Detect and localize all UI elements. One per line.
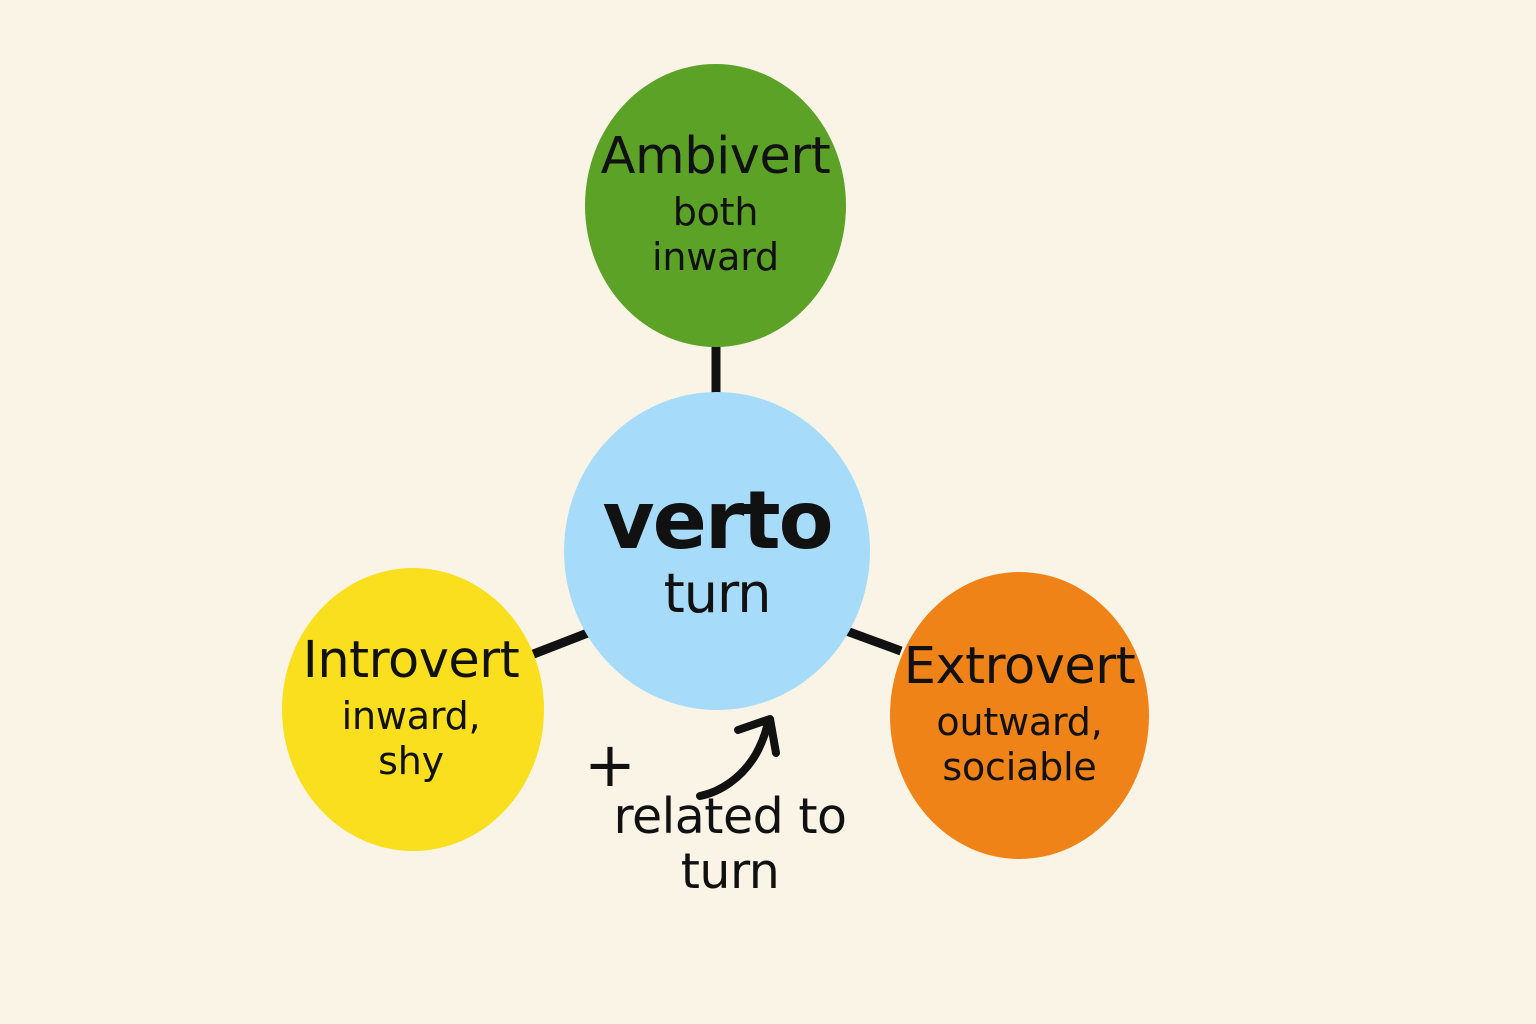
gloss-line: both <box>672 190 759 235</box>
branch-term-extrovert: Extrovert <box>903 637 1136 697</box>
branch-node-extrovert[interactable]: Extrovert outward, sociable <box>890 572 1149 859</box>
root-gloss: turn <box>663 562 772 625</box>
gloss-line: outward, <box>936 700 1103 745</box>
root-node-verto[interactable]: verto turn <box>564 392 870 710</box>
annotation-note: related to turn <box>560 788 900 900</box>
annotation-line: turn <box>680 842 780 900</box>
branch-term-introvert: Introvert <box>302 631 520 691</box>
gloss-line: inward <box>652 235 779 279</box>
branch-gloss-introvert: inward, shy <box>342 694 481 784</box>
branch-gloss-ambivert: both inward <box>652 190 779 280</box>
branch-node-ambivert[interactable]: Ambivert both inward <box>585 64 846 347</box>
branch-gloss-extrovert: outward, sociable <box>936 700 1102 790</box>
annotation-line: related to <box>613 788 847 845</box>
branch-term-ambivert: Ambivert <box>600 127 831 187</box>
branch-node-introvert[interactable]: Introvert inward, shy <box>282 568 544 851</box>
curved-arrow-up-right-icon <box>696 715 780 800</box>
gloss-line: sociable <box>942 745 1097 789</box>
gloss-line: inward, <box>341 694 481 739</box>
gloss-line: shy <box>378 739 444 783</box>
root-term: verto <box>602 474 833 567</box>
plus-symbol: + <box>584 728 636 801</box>
